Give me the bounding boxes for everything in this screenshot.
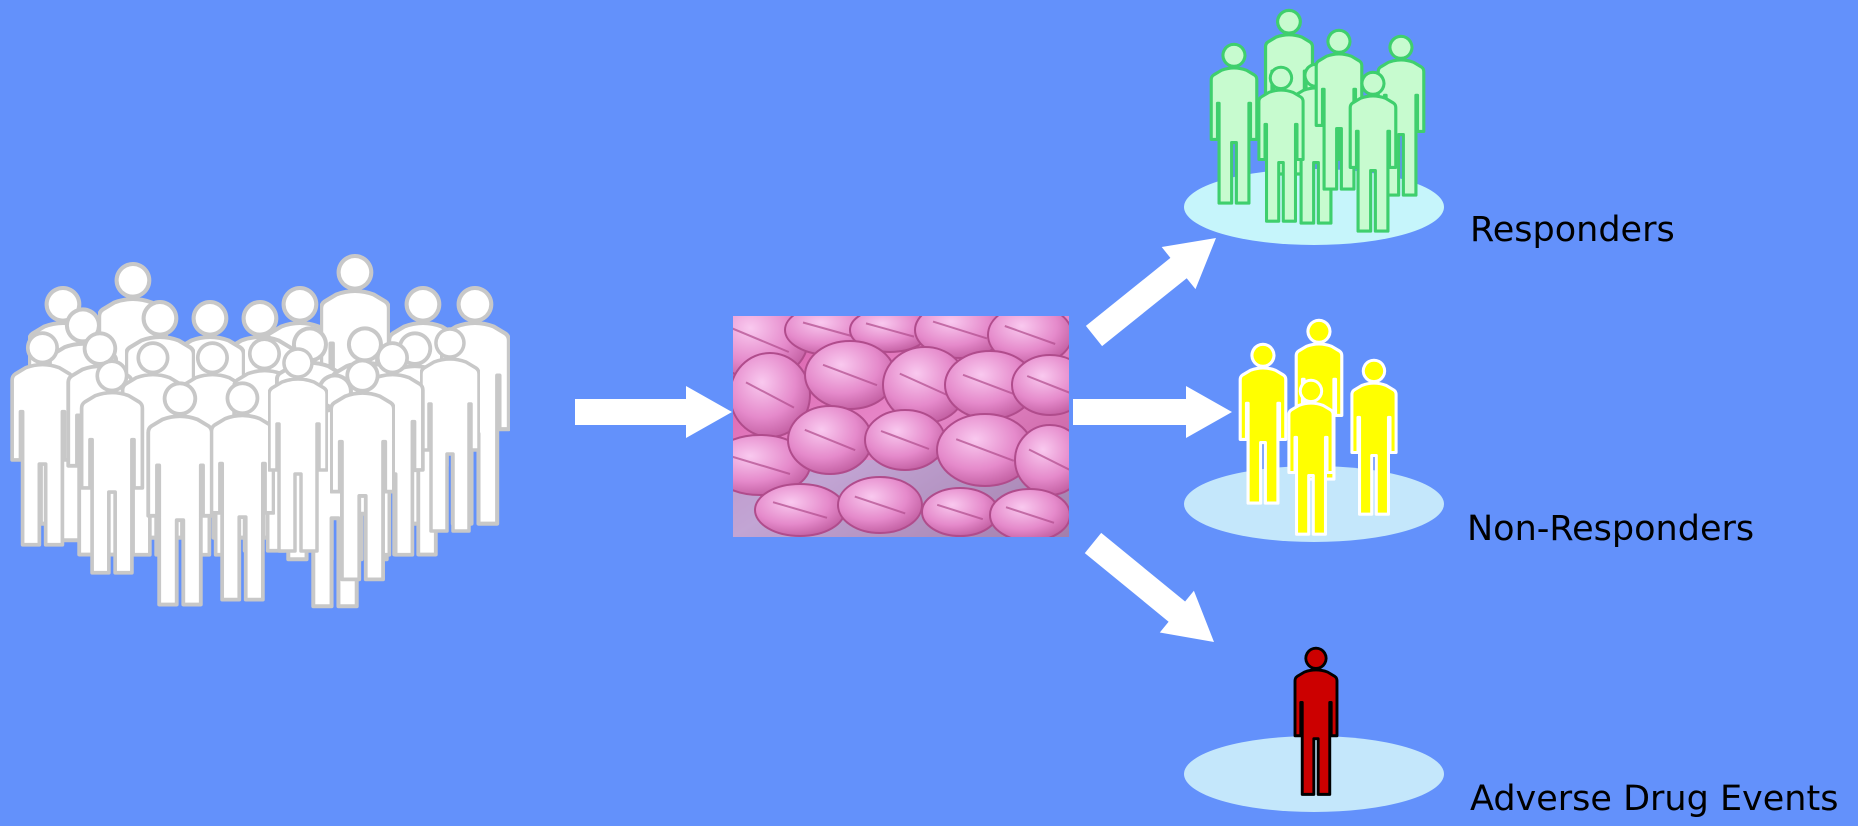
pill-score xyxy=(733,455,791,475)
arrows xyxy=(575,238,1232,642)
responders-label: Responders xyxy=(1470,210,1675,250)
pill-score xyxy=(733,327,790,353)
pill-score xyxy=(962,373,1018,397)
pill-score xyxy=(1004,325,1056,345)
pill-score xyxy=(745,381,795,409)
pill xyxy=(1011,354,1069,416)
arrow-icon xyxy=(1084,532,1214,642)
pill-score xyxy=(936,503,984,521)
pill-score xyxy=(1026,375,1069,394)
pill-score xyxy=(1005,506,1055,524)
non-responders-group-icon xyxy=(1184,320,1444,542)
adverse-person-icon xyxy=(1184,648,1444,812)
pills-image xyxy=(733,316,1069,537)
non-responders-label: Non-Responders xyxy=(1467,509,1755,549)
pill-score xyxy=(804,428,856,452)
arrow-icon xyxy=(1085,238,1216,347)
arrow-icon xyxy=(1073,386,1232,438)
pill-score xyxy=(899,372,951,398)
pill-score xyxy=(880,430,930,450)
pill-score xyxy=(932,320,988,340)
pill-score xyxy=(802,321,858,339)
adverse-drug-events-label: Adverse Drug Events xyxy=(1470,779,1839,819)
pill xyxy=(989,488,1069,537)
responders-group-icon xyxy=(1184,10,1444,245)
pill-score xyxy=(865,322,915,338)
population-group-icon xyxy=(10,256,509,606)
pill-score xyxy=(854,495,906,515)
arrow-icon xyxy=(575,386,732,438)
pill-score xyxy=(955,438,1015,462)
pill-score xyxy=(822,363,878,387)
pill-score xyxy=(772,501,828,519)
pill-score xyxy=(1028,448,1069,471)
